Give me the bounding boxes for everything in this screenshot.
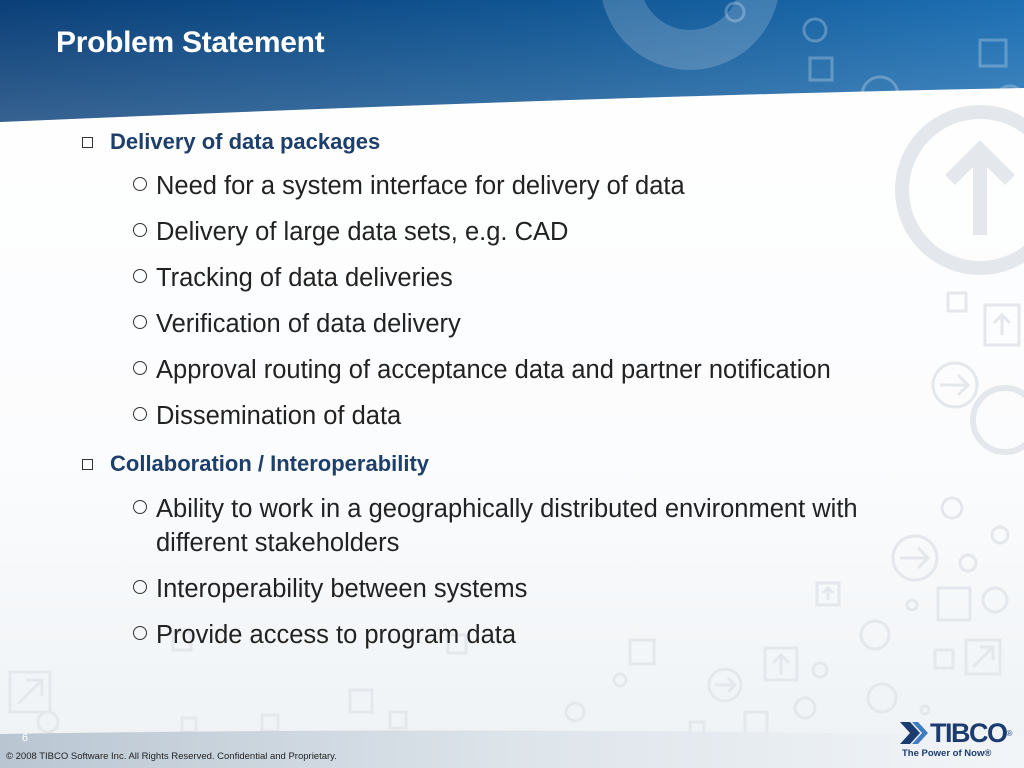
- sub-bullet-item: Need for a system interface for delivery…: [133, 169, 943, 203]
- bullet-text: Delivery of data packages: [110, 129, 381, 154]
- slide-title: Problem Statement: [56, 26, 325, 59]
- hollow-circle-icon: [133, 580, 147, 594]
- sub-bullet-item: Delivery of large data sets, e.g. CAD: [133, 215, 943, 249]
- sub-bullet-item: Dissemination of data: [133, 399, 943, 433]
- bottom-bar: [0, 728, 1024, 768]
- hollow-circle-icon: [133, 626, 147, 640]
- hollow-circle-icon: [133, 223, 147, 237]
- sub-bullet-text: Provide access to program data: [156, 621, 517, 649]
- hollow-square-icon: [82, 136, 93, 148]
- sub-bullet-item: Ability to work in a geographically dist…: [133, 492, 943, 560]
- sub-bullet-text: Delivery of large data sets, e.g. CAD: [156, 218, 569, 246]
- sub-bullet-item: Tracking of data deliveries: [133, 261, 943, 295]
- hollow-circle-icon: [133, 407, 147, 421]
- logo-name: TIBCO: [930, 718, 1008, 748]
- sub-bullet-text: Interoperability between systems: [156, 575, 528, 603]
- sub-bullet-item: Approval routing of acceptance data and …: [133, 353, 943, 387]
- hollow-square-icon: [82, 458, 93, 470]
- hollow-circle-icon: [133, 500, 147, 514]
- hollow-circle-icon: [133, 361, 147, 375]
- page-number: 6: [22, 732, 29, 744]
- tibco-logo: TIBCO® The Power of Now®: [898, 720, 1018, 766]
- sub-bullet-text: Approval routing of acceptance data and …: [156, 356, 831, 384]
- sub-bullet-item: Interoperability between systems: [133, 572, 943, 606]
- bullet-item: Collaboration / Interoperability: [82, 451, 429, 477]
- sub-bullet-item: Provide access to program data: [133, 618, 943, 652]
- header-band: [0, 0, 1024, 125]
- logo-tagline: The Power of Now®: [902, 748, 992, 759]
- tibco-logo-icon: [900, 722, 928, 744]
- sub-bullet-text: Tracking of data deliveries: [156, 264, 453, 292]
- sub-bullet-text: Dissemination of data: [156, 402, 402, 430]
- logo-registered: ®: [1006, 728, 1013, 738]
- sub-bullet-item: Verification of data delivery: [133, 307, 943, 341]
- hollow-circle-icon: [133, 269, 147, 283]
- sub-bullet-text: Verification of data delivery: [156, 310, 461, 338]
- sub-bullet-text: Need for a system interface for delivery…: [156, 172, 685, 200]
- bullet-text: Collaboration / Interoperability: [110, 451, 430, 476]
- copyright-text: © 2008 TIBCO Software Inc. All Rights Re…: [6, 751, 337, 762]
- bullet-item: Delivery of data packages: [82, 129, 380, 155]
- hollow-circle-icon: [133, 315, 147, 329]
- sub-bullet-text: Ability to work in a geographically dist…: [156, 495, 858, 557]
- hollow-circle-icon: [133, 177, 147, 191]
